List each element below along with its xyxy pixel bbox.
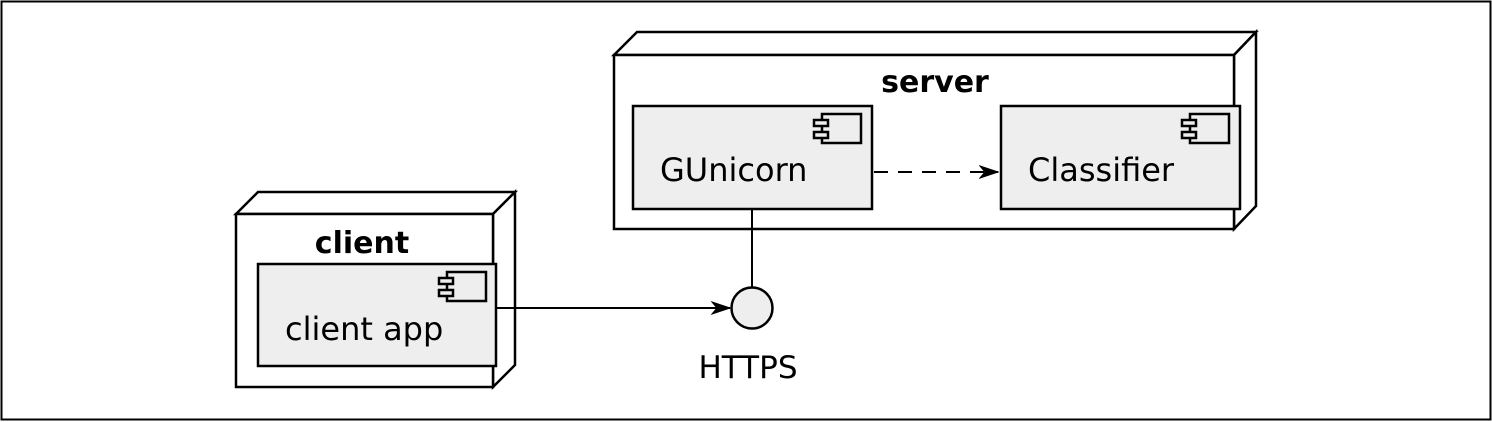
server-node: server GUnicorn Classifier: [610, 28, 1259, 233]
https-interface-circle: [730, 286, 774, 330]
component-icon: [1180, 112, 1231, 145]
classifier-label: Classifier: [1028, 151, 1175, 189]
client-node: client client app: [232, 188, 519, 391]
gunicorn-label: GUnicorn: [660, 151, 807, 189]
component-icon: [812, 112, 863, 145]
client-node-top-face: [232, 190, 519, 216]
server-node-top-face: [610, 30, 1259, 57]
classifier-component: Classifier: [999, 104, 1242, 211]
client-app-label: client app: [285, 310, 443, 348]
client-app-component: client app: [256, 262, 498, 368]
server-node-title: server: [881, 65, 989, 100]
gunicorn-component: GUnicorn: [631, 104, 874, 211]
client-node-title: client: [315, 226, 409, 261]
component-icon: [437, 270, 488, 303]
https-interface-label: HTTPS: [698, 350, 797, 386]
